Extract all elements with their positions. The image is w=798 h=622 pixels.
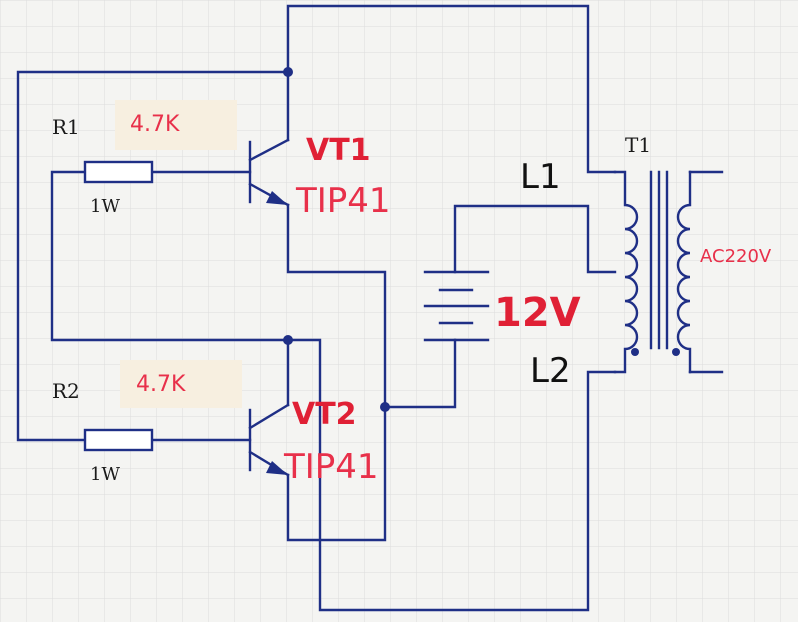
r2-value-highlight: [120, 360, 242, 408]
wires: [16, 4, 724, 612]
transformer-name-label: T1: [625, 133, 651, 157]
r1-value-label: 4.7K: [130, 112, 180, 137]
secondary-coil: [676, 170, 692, 374]
wire-vt1-emitter: [286, 203, 387, 409]
transistor-vt2: [248, 403, 290, 477]
primary-coil: [613, 170, 639, 374]
l1-label: L1: [520, 157, 561, 197]
r2-power-label: 1W: [90, 464, 120, 485]
vt1-part-label: TIP41: [295, 181, 391, 221]
r1-value-highlight: [115, 100, 237, 150]
l2-label: L2: [530, 351, 571, 391]
wire-vt2-emitter: [286, 405, 387, 542]
vt1-name-label: VT1: [306, 133, 371, 168]
junction-dot: [283, 67, 293, 77]
wire-top-to-l1: [286, 4, 617, 174]
junction-dot: [380, 402, 390, 412]
r1-name-label: R1: [52, 115, 80, 139]
output-voltage-label: AC220V: [700, 246, 772, 267]
resistor-r2: [83, 428, 154, 452]
r2-name-label: R2: [52, 379, 80, 403]
vt2-part-label: TIP41: [283, 447, 379, 487]
wire-left-outer: [16, 70, 290, 442]
battery: [423, 270, 490, 342]
resistor-r1: [83, 160, 154, 184]
transformer-t1: [613, 170, 692, 374]
transistor-vt1: [248, 138, 290, 207]
wire-left-inner: [50, 170, 290, 342]
battery-voltage-label: 12V: [494, 290, 581, 336]
wire-node-battery-neg: [383, 338, 457, 409]
vt2-name-label: VT2: [292, 397, 357, 432]
wire-battery-pos-center: [453, 204, 617, 274]
r1-power-label: 1W: [90, 196, 120, 217]
r2-value-label: 4.7K: [136, 372, 186, 397]
wire-vt2-to-l2: [286, 338, 617, 612]
junction-dot: [283, 335, 293, 345]
